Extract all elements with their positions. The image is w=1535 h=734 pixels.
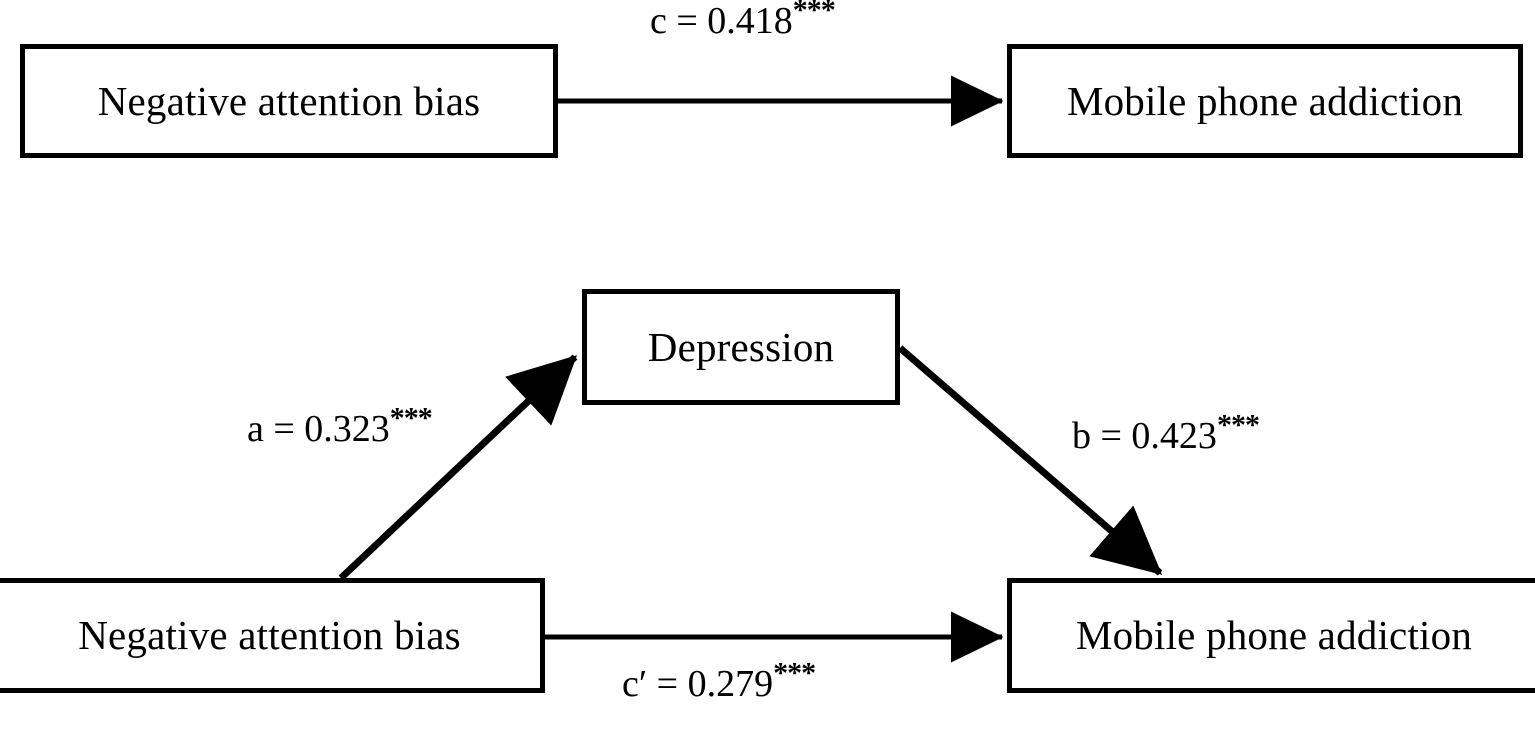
path-label-a-significance: *** bbox=[389, 401, 433, 435]
path-label-a-text: a = 0.323 bbox=[247, 408, 390, 450]
path-label-a: a = 0.323*** bbox=[247, 403, 433, 450]
path-label-c-prime-significance: *** bbox=[773, 656, 816, 690]
path-label-c-text: c = 0.418 bbox=[650, 0, 793, 42]
node-mobile-phone-addiction-bottom[interactable]: Mobile phone addiction bbox=[1007, 578, 1535, 693]
node-label: Mobile phone addiction bbox=[1066, 77, 1464, 124]
arrow-path-a bbox=[338, 354, 578, 581]
node-negative-attention-bias-top[interactable]: Negative attention bias bbox=[20, 44, 558, 158]
arrow-path-b bbox=[897, 345, 1163, 576]
node-label: Negative attention bias bbox=[97, 77, 481, 124]
path-label-b-significance: *** bbox=[1216, 408, 1260, 442]
node-depression-mediator[interactable]: Depression bbox=[582, 289, 900, 405]
node-label: Mobile phone addiction bbox=[1075, 612, 1473, 658]
node-label: Negative attention bias bbox=[78, 612, 461, 658]
path-label-c-prime: c′ = 0.279*** bbox=[622, 658, 816, 705]
node-label: Depression bbox=[647, 323, 835, 370]
path-label-b-text: b = 0.423 bbox=[1072, 415, 1217, 457]
path-label-b: b = 0.423*** bbox=[1072, 410, 1260, 457]
node-negative-attention-bias-bottom[interactable]: Negative attention bias bbox=[0, 578, 545, 693]
path-label-c-prime-text: c′ = 0.279 bbox=[622, 663, 774, 705]
node-mobile-phone-addiction-top[interactable]: Mobile phone addiction bbox=[1007, 44, 1523, 158]
path-label-c-significance: *** bbox=[792, 0, 836, 27]
path-label-c: c = 0.418*** bbox=[650, 0, 836, 42]
